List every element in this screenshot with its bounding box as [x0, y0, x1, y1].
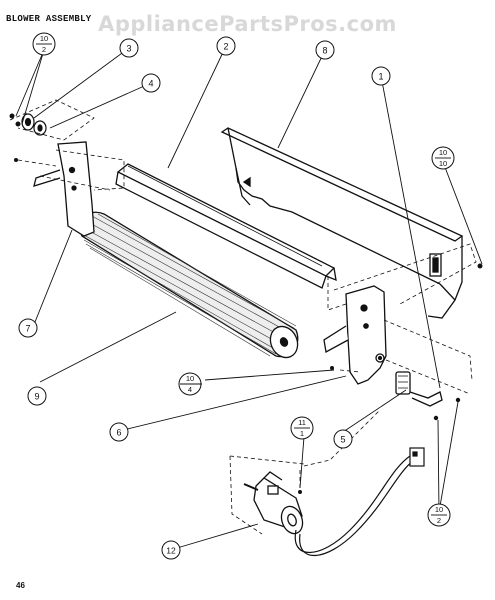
callout-6: 6 — [109, 422, 129, 442]
fraction-mid-numerator: 10 — [186, 374, 194, 383]
callout-1: 1 — [371, 66, 391, 86]
blower-panel — [115, 163, 337, 289]
callout-5-label: 5 — [340, 435, 345, 445]
callout-2: 2 — [216, 36, 236, 56]
callout-9-label: 9 — [34, 392, 39, 402]
left-bracket — [33, 141, 95, 237]
callout-8: 8 — [315, 40, 335, 60]
fraction-low-numerator: 11 — [298, 418, 306, 427]
screws — [9, 113, 483, 494]
callout-7-label: 7 — [25, 324, 30, 334]
callout-8-label: 8 — [322, 46, 327, 56]
fraction-callout-mid: 10 4 — [178, 372, 202, 396]
fraction-bottom-right-denominator: 2 — [437, 516, 441, 525]
fraction-callout-top-left: 10 2 — [32, 32, 56, 56]
leader-lines — [15, 45, 483, 549]
fraction-mid-denominator: 4 — [188, 385, 192, 394]
page-number: 46 — [16, 581, 25, 590]
fraction-callout-low: 11 1 — [290, 416, 314, 440]
fraction-top-left-denominator: 2 — [42, 45, 46, 54]
diagram-title: BLOWER ASSEMBLY — [6, 14, 92, 24]
callout-9: 9 — [27, 386, 47, 406]
fraction-low-denominator: 1 — [300, 429, 304, 438]
fraction-right-denominator: 10 — [439, 159, 447, 168]
assembly-guide-lines — [9, 99, 477, 535]
wire-harness — [294, 447, 425, 557]
callout-2-label: 2 — [223, 42, 228, 52]
callout-12-label: 12 — [166, 546, 176, 556]
bearing-and-collar — [21, 113, 47, 136]
motor-bracket — [323, 285, 387, 385]
fraction-bottom-right-numerator: 10 — [435, 505, 443, 514]
blower-housing — [220, 127, 464, 319]
callout-12: 12 — [161, 540, 181, 560]
callout-1-label: 1 — [378, 72, 383, 82]
watermark: AppliancePartsPros.com — [98, 12, 397, 36]
callout-4-label: 4 — [148, 79, 153, 89]
callout-3: 3 — [119, 38, 139, 58]
fraction-right-numerator: 10 — [439, 148, 447, 157]
motor — [243, 471, 304, 535]
fraction-callout-right: 10 10 — [431, 146, 455, 170]
callout-6-label: 6 — [116, 428, 121, 438]
callout-7: 7 — [18, 318, 38, 338]
callout-5: 5 — [333, 429, 353, 449]
blower-wheel — [79, 211, 299, 359]
fraction-top-left-numerator: 10 — [40, 34, 48, 43]
callout-4: 4 — [141, 73, 161, 93]
fraction-callout-bottom-right: 10 2 — [427, 503, 451, 527]
callout-3-label: 3 — [126, 44, 131, 54]
capacitor — [395, 371, 443, 407]
